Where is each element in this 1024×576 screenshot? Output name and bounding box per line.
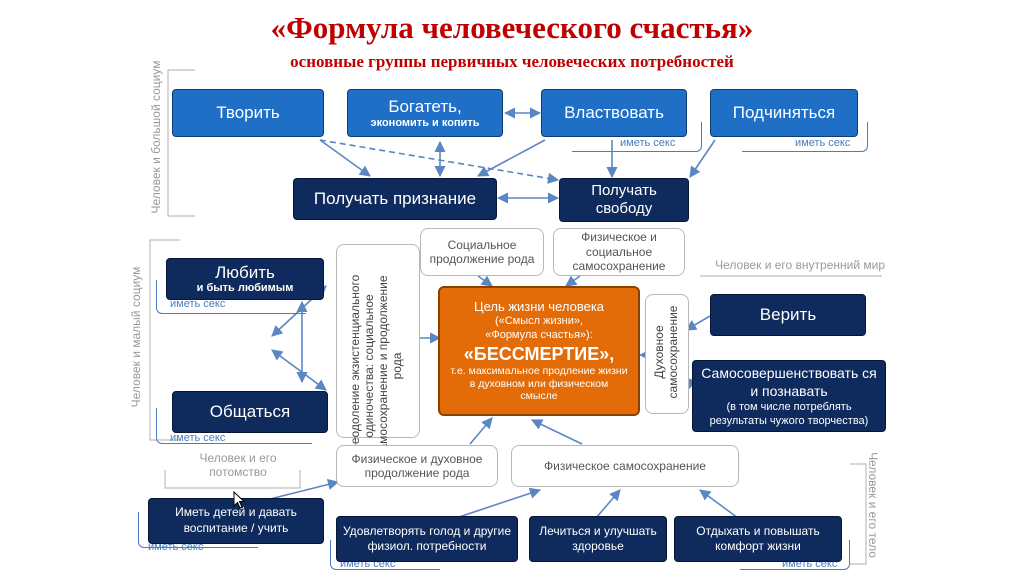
arrow-submit-freedom: [689, 139, 716, 178]
box-create: Творить: [172, 89, 324, 137]
center-line3: «Формула счастья»):: [485, 328, 593, 341]
box-communicate: Общаться: [172, 391, 328, 433]
box-believe: Верить: [710, 294, 866, 336]
arrow-believe-spiritual: [685, 315, 711, 331]
page-subtitle: основные группы первичных человеческих п…: [290, 52, 734, 71]
arrow-heal-physself: [595, 489, 621, 519]
loneliness-label: преодоление экзистенциального одиночеств…: [348, 274, 404, 458]
bracket-big-society: [167, 69, 195, 217]
label-inner-world: Человек и его внутренний мир: [715, 258, 885, 272]
box-rule: Властвовать: [541, 89, 687, 137]
box-submit-label: Подчиняться: [732, 103, 836, 122]
box-freedom: Получать свободу: [559, 178, 689, 222]
arrow-satisfy-physself: [455, 487, 542, 519]
arrow-rule-recognition: [477, 139, 546, 177]
sex-label-submit: иметь секс: [795, 137, 851, 149]
center-desc: т.е. максимальное продление жизни в духо…: [450, 365, 628, 403]
box-heal-label: Лечиться и улучшать здоровье: [539, 524, 657, 553]
box-recognition: Получать признание: [293, 178, 497, 220]
arrow-rest-physself: [699, 489, 739, 519]
box-improve-label: Самосовершенствовать ся и познавать: [701, 364, 877, 399]
bracket-offspring: [164, 470, 301, 489]
arrow-create-freedom: [319, 139, 560, 184]
sex-label-children: иметь секс: [148, 541, 204, 553]
frame-children: [138, 512, 258, 548]
label-offspring: Человек и его потомство: [199, 451, 277, 479]
frame-communicate: [156, 408, 312, 444]
center-big: «БЕССМЕРТИЕ»,: [463, 343, 615, 364]
page-title: «Формула человеческого счастья»: [270, 10, 754, 45]
box-rest: Отдыхать и повышать комфорт жизни: [674, 516, 842, 562]
phys-spirit-continuation-label: Физическое и духовное продолжение рода: [351, 451, 483, 480]
arrow-communicate-loneliness: [271, 349, 327, 391]
center-line2: («Смысл жизни»,: [494, 315, 584, 328]
mouse-cursor-icon: [233, 491, 245, 509]
box-enrich-label: Богатеть,: [388, 97, 462, 116]
spiritual-self-label: Духовное самосохранение: [652, 305, 680, 399]
box-phys-self: Физическое самосохранение: [511, 445, 739, 487]
box-center-goal: Цель жизни человека («Смысл жизни», «Фор…: [438, 286, 640, 416]
box-enrich: Богатеть, экономить и копить: [347, 89, 503, 137]
bracket-small-society: [149, 239, 180, 441]
social-continuation-label: Социальное продолжение рода: [429, 237, 535, 266]
label-small-society: Человек и малый социум: [129, 266, 143, 408]
box-improve: Самосовершенствовать ся и познавать (в т…: [692, 360, 886, 432]
arrow-create-recognition: [319, 139, 371, 177]
box-improve-sub: (в том числе потреблять результаты чужог…: [709, 400, 869, 428]
frame-love: [156, 280, 306, 314]
label-body: Человек и его тело: [866, 452, 880, 558]
box-freedom-label-2: свободу: [595, 200, 653, 217]
box-love-sub: и быть любимым: [196, 282, 294, 295]
box-phys-spirit-continuation: Физическое и духовное продолжение рода: [336, 445, 498, 487]
box-love-label: Любить: [215, 262, 275, 282]
frame-rest: [740, 540, 850, 570]
box-love: Любить и быть любимым: [166, 258, 324, 300]
box-children: Иметь детей и давать воспитание / учить: [148, 498, 324, 544]
label-big-society: Человек и большой социум: [149, 60, 163, 214]
frame-submit: [742, 122, 868, 152]
box-communicate-label: Общаться: [209, 402, 291, 421]
phys-social-self-label: Физическое и социальное самосохранение: [572, 230, 666, 274]
box-satisfy: Удовлетворять голод и другие физиол. пот…: [336, 516, 518, 562]
sex-label-communicate: иметь секс: [170, 432, 226, 444]
box-heal: Лечиться и улучшать здоровье: [529, 516, 667, 562]
bracket-body: [850, 463, 867, 565]
box-satisfy-label: Удовлетворять голод и другие физиол. пот…: [343, 524, 512, 553]
frame-rule: [572, 122, 702, 152]
box-believe-label: Верить: [759, 305, 817, 324]
box-social-continuation: Социальное продолжение рода: [420, 228, 544, 276]
box-rule-label: Властвовать: [564, 103, 664, 122]
box-recognition-label: Получать признание: [313, 189, 477, 208]
box-loneliness: [336, 244, 420, 438]
arrow-social-center: [477, 275, 493, 287]
box-children-label: Иметь детей и давать воспитание / учить: [175, 505, 297, 535]
phys-self-label: Физическое самосохранение: [544, 458, 706, 473]
box-submit: Подчиняться: [710, 89, 858, 137]
box-rest-label: Отдыхать и повышать комфорт жизни: [696, 524, 820, 553]
arrow-physself-center: [530, 419, 583, 445]
center-line1: Цель жизни человека: [473, 298, 605, 314]
sex-label-love: иметь секс: [170, 298, 226, 310]
box-spiritual-self: [645, 294, 689, 414]
frame-satisfy: [330, 540, 440, 570]
box-enrich-sub: экономить и копить: [370, 117, 480, 129]
sex-label-rule: иметь секс: [620, 137, 676, 149]
arrow-contin-center: [469, 417, 493, 445]
box-freedom-label-1: Получать: [591, 182, 657, 199]
box-create-label: Творить: [216, 103, 280, 122]
box-phys-social-self: Физическое и социальное самосохранение: [553, 228, 685, 276]
arrow-phys-social-center: [565, 275, 581, 287]
